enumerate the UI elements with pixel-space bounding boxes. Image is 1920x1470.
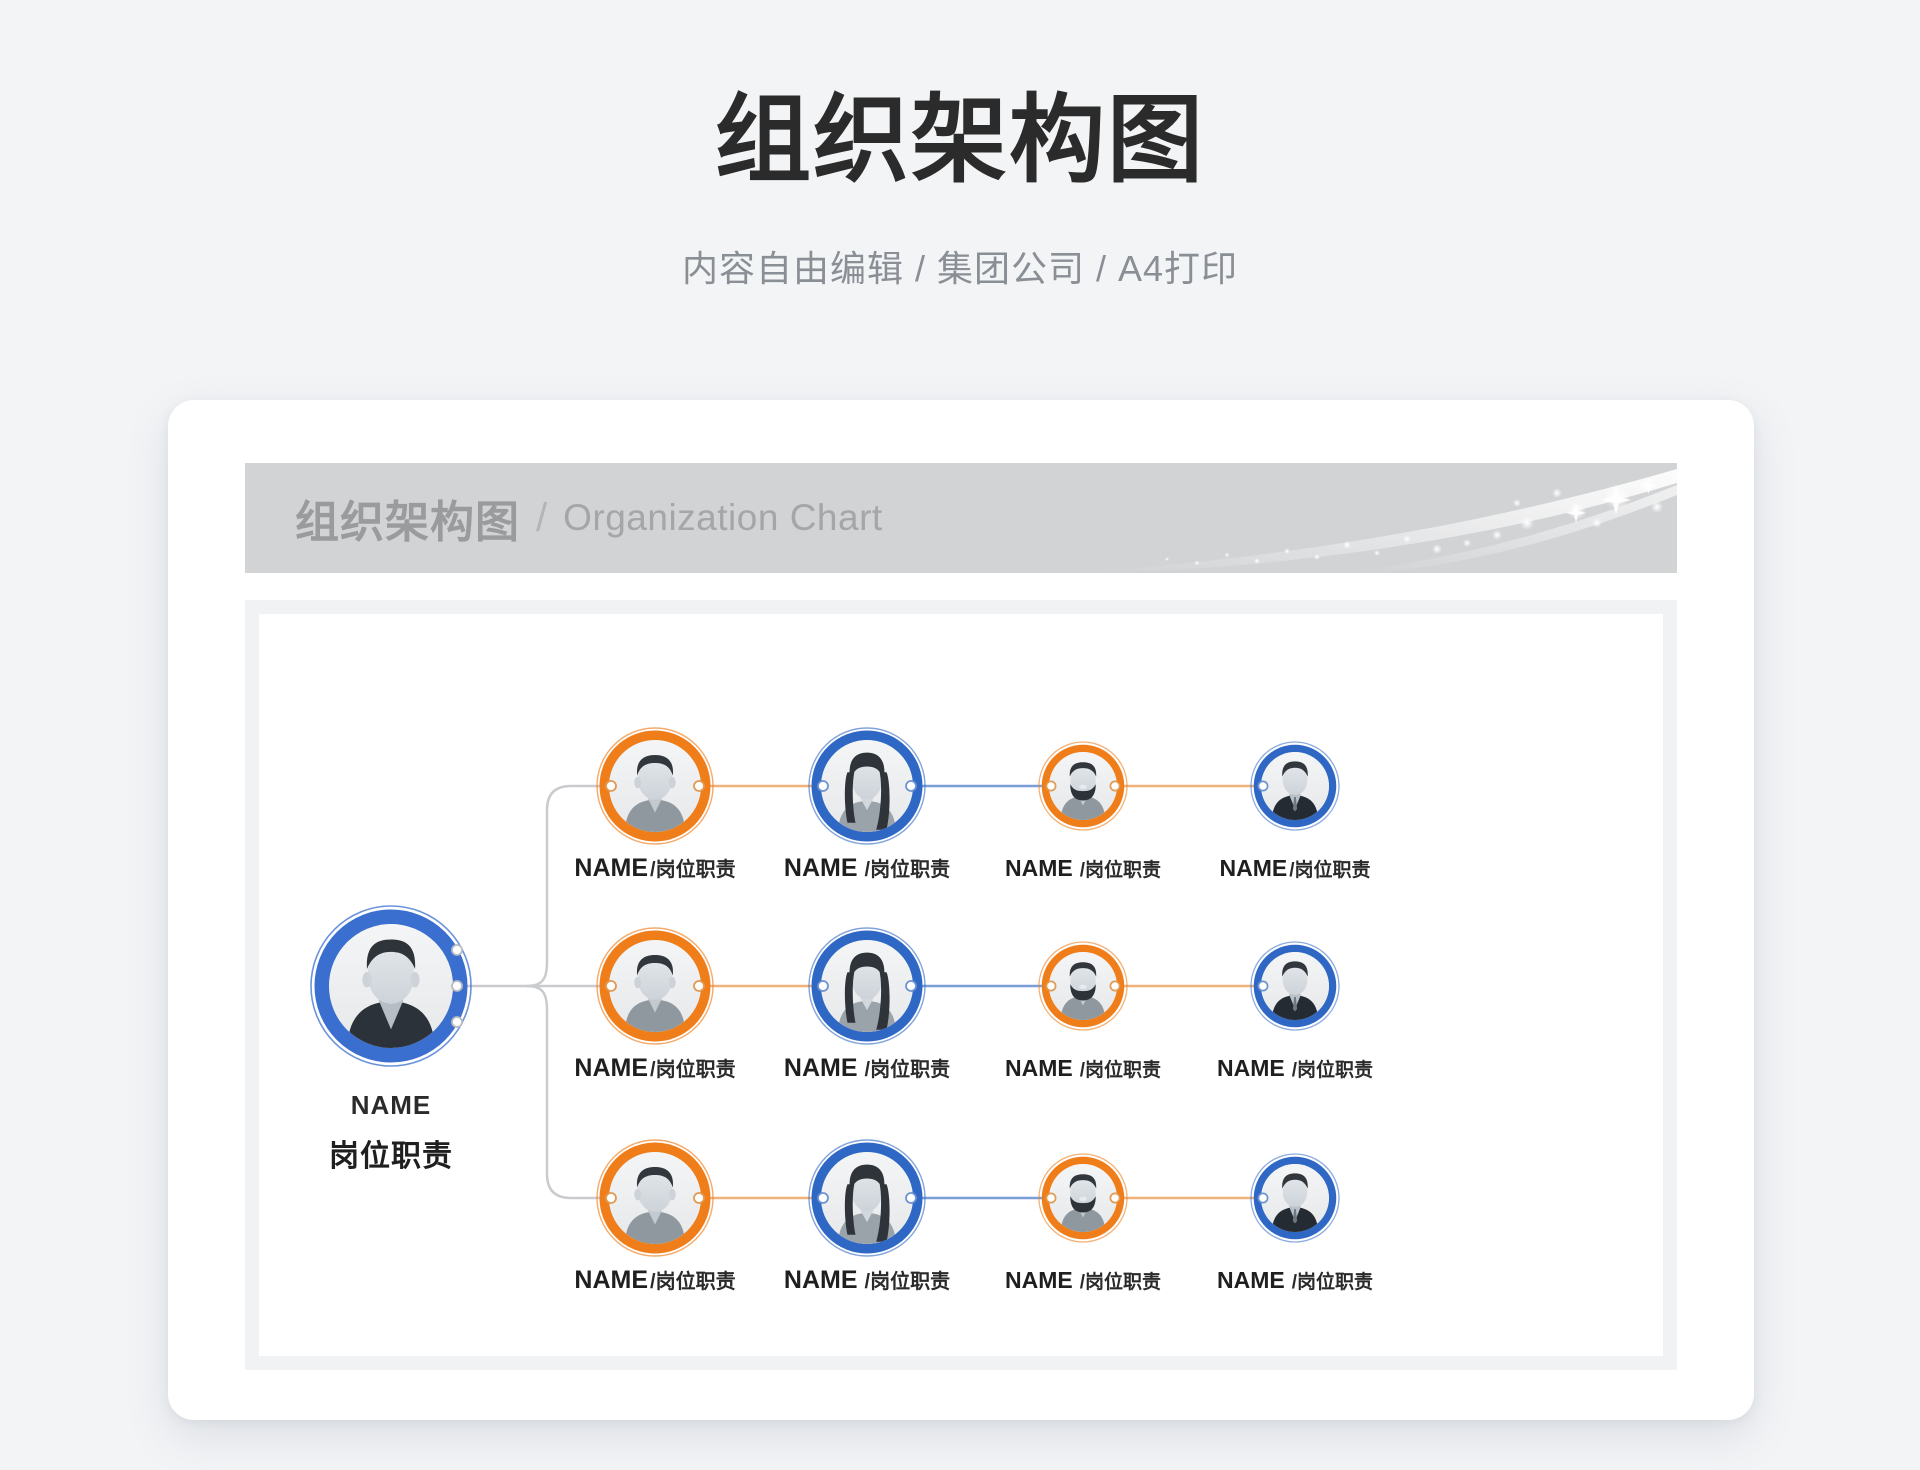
node-r2c4[interactable] xyxy=(1250,941,1340,1031)
row-connectors xyxy=(699,784,1259,1200)
node-r3c1-label: NAME/岗位职责 xyxy=(574,1266,735,1294)
node-r2c2-role: /岗位职责 xyxy=(865,1057,951,1081)
page-subtitle: 内容自由编辑 / 集团公司 / A4打印 xyxy=(681,248,1239,290)
node-r3c2-label: NAME/岗位职责 xyxy=(784,1266,950,1294)
node-r3c2[interactable] xyxy=(808,1139,926,1257)
connector-dot xyxy=(605,980,617,992)
node-r2c4-role: /岗位职责 xyxy=(1292,1058,1373,1081)
node-r2c1[interactable] xyxy=(596,927,714,1045)
node-r1c1-role: /岗位职责 xyxy=(650,857,736,881)
node-r1c2-label: NAME/岗位职责 xyxy=(784,854,950,882)
node-root[interactable] xyxy=(310,905,472,1067)
band-title-cn: 组织架构图 xyxy=(295,498,520,547)
connector-dot xyxy=(1109,780,1121,792)
connector-dot xyxy=(605,780,617,792)
band-separator: / xyxy=(536,495,548,540)
node-r1c2-role: /岗位职责 xyxy=(865,857,951,881)
node-r1c4-name: NAME xyxy=(1219,855,1287,881)
node-r3c4[interactable] xyxy=(1250,1153,1340,1243)
chart-card: 组织架构图 / Organization Chart xyxy=(168,400,1754,1420)
node-r2c3[interactable] xyxy=(1038,941,1128,1031)
node-r1c3-role: /岗位职责 xyxy=(1080,858,1161,881)
sparkle-decoration xyxy=(1097,469,1677,573)
node-r2c1-name: NAME xyxy=(574,1054,648,1082)
node-r3c4-label: NAME/岗位职责 xyxy=(1217,1267,1373,1293)
connector-dot xyxy=(605,1192,617,1204)
node-r1c4-role: /岗位职责 xyxy=(1289,858,1370,881)
connector-dot xyxy=(817,780,829,792)
node-r2c2[interactable] xyxy=(808,927,926,1045)
org-chart: NAME 岗位职责 NAME/岗位职责 xyxy=(310,727,1373,1294)
node-r2c2-label: NAME/岗位职责 xyxy=(784,1054,950,1082)
connector-dot xyxy=(1257,980,1269,992)
connector-dot xyxy=(693,1192,705,1204)
connector-dot xyxy=(1257,780,1269,792)
connector-dot xyxy=(1257,1192,1269,1204)
node-r1c1-name: NAME xyxy=(574,854,648,882)
band-title-en: Organization Chart xyxy=(563,497,883,538)
node-r2c4-name: NAME xyxy=(1217,1055,1285,1081)
node-r1c2[interactable] xyxy=(808,727,926,845)
node-r3c1-name: NAME xyxy=(574,1266,648,1294)
connector-dot xyxy=(1045,980,1057,992)
node-r1c4-label: NAME/岗位职责 xyxy=(1219,855,1370,881)
node-r2c3-name: NAME xyxy=(1005,1055,1073,1081)
node-r1c3-label: NAME/岗位职责 xyxy=(1005,855,1161,881)
node-r2c3-label: NAME/岗位职责 xyxy=(1005,1055,1161,1081)
node-r2c2-name: NAME xyxy=(784,1054,858,1082)
node-r3c3-name: NAME xyxy=(1005,1267,1073,1293)
connector-dot xyxy=(451,1016,463,1028)
node-r3c1-role: /岗位职责 xyxy=(650,1269,736,1293)
connector-dot xyxy=(1109,980,1121,992)
node-r2c4-label: NAME/岗位职责 xyxy=(1217,1055,1373,1081)
node-r3c4-name: NAME xyxy=(1217,1267,1285,1293)
connector-dot xyxy=(1045,780,1057,792)
page-header: 组织架构图 内容自由编辑 / 集团公司 / A4打印 xyxy=(0,0,1920,292)
page-title: 组织架构图 xyxy=(715,87,1205,194)
node-r3c2-name: NAME xyxy=(784,1266,858,1294)
connector-dot xyxy=(693,980,705,992)
connector-dot xyxy=(451,944,463,956)
node-r2c1-role: /岗位职责 xyxy=(650,1057,736,1081)
node-r1c3-name: NAME xyxy=(1005,855,1073,881)
node-root-role: 岗位职责 xyxy=(329,1139,453,1173)
node-r1c1-label: NAME/岗位职责 xyxy=(574,854,735,882)
node-r3c3-label: NAME/岗位职责 xyxy=(1005,1267,1161,1293)
connector-dot xyxy=(451,980,463,992)
node-r2c1-label: NAME/岗位职责 xyxy=(574,1054,735,1082)
node-r3c3[interactable] xyxy=(1038,1153,1128,1243)
node-r1c2-name: NAME xyxy=(784,854,858,882)
node-r1c3[interactable] xyxy=(1038,741,1128,831)
node-r3c4-role: /岗位职责 xyxy=(1292,1270,1373,1293)
node-root-name: NAME xyxy=(351,1090,432,1120)
connector-dot xyxy=(817,1192,829,1204)
connector-tree xyxy=(457,784,611,1200)
connector-dot xyxy=(1109,1192,1121,1204)
node-r2c3-role: /岗位职责 xyxy=(1080,1058,1161,1081)
connector-dot xyxy=(817,980,829,992)
connector-dot xyxy=(905,780,917,792)
node-r3c2-role: /岗位职责 xyxy=(865,1269,951,1293)
card-title-band: 组织架构图 / Organization Chart xyxy=(245,463,1677,573)
connector-dot xyxy=(905,980,917,992)
chart-canvas: NAME 岗位职责 NAME/岗位职责 xyxy=(259,614,1663,1356)
node-r1c1[interactable] xyxy=(596,727,714,845)
node-r3c3-role: /岗位职责 xyxy=(1080,1270,1161,1293)
connector-dot xyxy=(1045,1192,1057,1204)
connector-dot xyxy=(693,780,705,792)
connector-dot xyxy=(905,1192,917,1204)
chart-frame: NAME 岗位职责 NAME/岗位职责 xyxy=(245,600,1677,1370)
node-r3c1[interactable] xyxy=(596,1139,714,1257)
node-r1c4[interactable] xyxy=(1250,741,1340,831)
